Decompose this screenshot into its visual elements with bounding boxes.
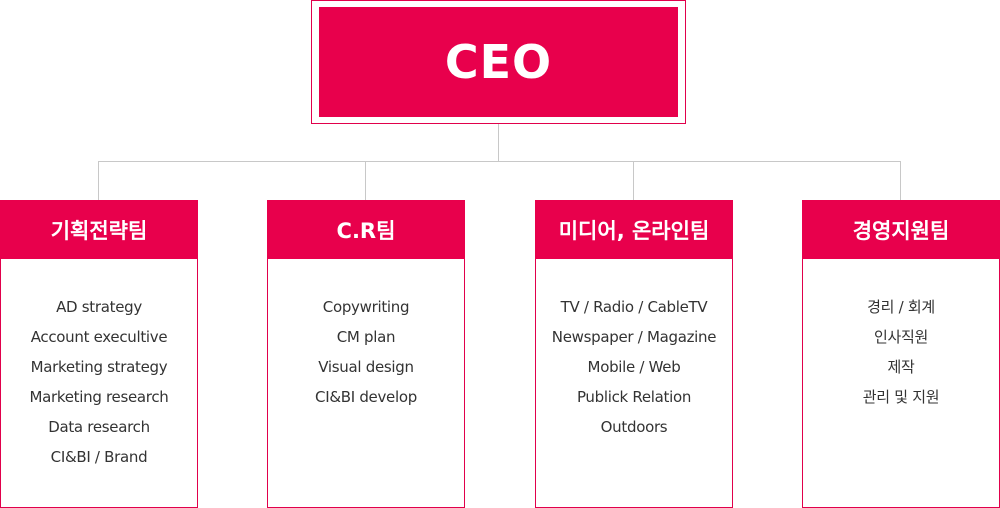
team-item-list: Copywriting CM plan Visual design CI&BI …	[268, 259, 464, 417]
team-item-list: 경리 / 회계 인사직원 제작 관리 및 지원	[803, 259, 999, 417]
team-item: 인사직원	[873, 328, 928, 346]
team-item: CI&BI develop	[315, 388, 417, 406]
team-item: Marketing research	[29, 388, 169, 406]
ceo-node: CEO	[311, 0, 686, 124]
team-item: Data research	[48, 418, 150, 436]
team-item: Mobile / Web	[587, 358, 681, 376]
team-item: 관리 및 지원	[862, 388, 940, 406]
team-item-list: TV / Radio / CableTV Newspaper / Magazin…	[536, 259, 732, 447]
team-item: Outdoors	[600, 418, 668, 436]
team-item: Account execultive	[30, 328, 168, 346]
team-title: 기획전략팀	[0, 200, 198, 259]
team-item-list: AD strategy Account execultive Marketing…	[1, 259, 197, 477]
ceo-label: CEO	[319, 7, 678, 117]
team-item: Marketing strategy	[30, 358, 168, 376]
team-card-planning-strategy: 기획전략팀 AD strategy Account execultive Mar…	[0, 200, 198, 508]
branch-drop-line-1	[98, 161, 99, 200]
branch-drop-line-3	[633, 161, 634, 200]
team-title: C.R팀	[267, 200, 465, 259]
branch-horizontal-line	[98, 161, 901, 162]
branch-drop-line-2	[365, 161, 366, 200]
team-item: Visual design	[318, 358, 414, 376]
team-item: Copywriting	[322, 298, 410, 316]
team-item: AD strategy	[56, 298, 142, 316]
team-card-cr: C.R팀 Copywriting CM plan Visual design C…	[267, 200, 465, 508]
team-item: 경리 / 회계	[867, 298, 935, 316]
branch-drop-line-4	[900, 161, 901, 200]
team-title: 미디어, 온라인팀	[535, 200, 733, 259]
team-title: 경영지원팀	[802, 200, 1000, 259]
ceo-stem-line	[498, 124, 499, 162]
team-item: CM plan	[336, 328, 396, 346]
team-item: 제작	[887, 358, 915, 376]
team-card-media-online: 미디어, 온라인팀 TV / Radio / CableTV Newspaper…	[535, 200, 733, 508]
team-item: Newspaper / Magazine	[551, 328, 717, 346]
team-card-management-support: 경영지원팀 경리 / 회계 인사직원 제작 관리 및 지원	[802, 200, 1000, 508]
team-item: CI&BI / Brand	[50, 448, 148, 466]
team-item: TV / Radio / CableTV	[560, 298, 708, 316]
team-item: Publick Relation	[576, 388, 692, 406]
